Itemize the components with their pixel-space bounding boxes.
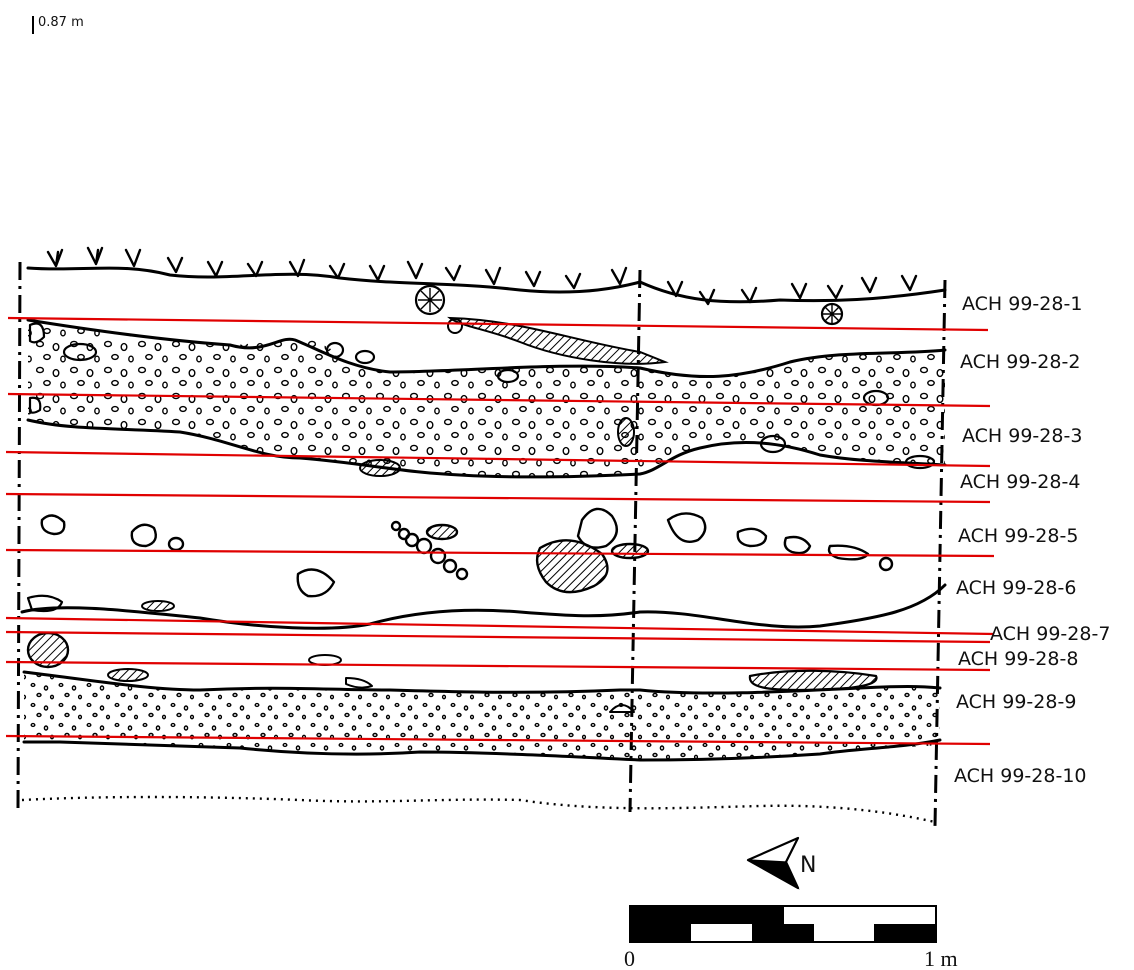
sample-line-2 bbox=[7, 392, 991, 408]
left-edge-line bbox=[16, 261, 22, 809]
mid-boundary bbox=[20, 583, 947, 630]
sample-line-4 bbox=[5, 492, 991, 504]
sample-line-1 bbox=[7, 316, 989, 332]
sample-label-8: ACH 99-28-8 bbox=[958, 648, 1078, 670]
sample-label-10: ACH 99-28-10 bbox=[954, 765, 1087, 787]
sample-line-8 bbox=[5, 660, 991, 672]
elevation-label: 0.87 m bbox=[38, 15, 84, 30]
scale-bar: 0 1 m bbox=[624, 905, 958, 970]
sample-label-7: ACH 99-28-7 bbox=[990, 623, 1110, 645]
grass-tufts bbox=[46, 246, 918, 306]
sample-line-6 bbox=[5, 616, 995, 636]
sample-labels: ACH 99-28-1 ACH 99-28-2 ACH 99-28-3 ACH … bbox=[954, 293, 1110, 787]
sample-line-3 bbox=[5, 450, 991, 468]
sample-lines bbox=[5, 316, 995, 746]
sample-label-6: ACH 99-28-6 bbox=[956, 577, 1076, 599]
scale-start-label: 0 bbox=[624, 946, 635, 970]
ground-surface bbox=[26, 246, 947, 334]
scale-end-label: 1 m bbox=[924, 946, 958, 970]
sample-label-4: ACH 99-28-4 bbox=[960, 471, 1080, 493]
sample-label-1: ACH 99-28-1 bbox=[962, 293, 1082, 315]
sample-label-5: ACH 99-28-5 bbox=[958, 525, 1078, 547]
north-arrow-label: N bbox=[800, 853, 816, 878]
mid-boundary-clasts bbox=[26, 594, 175, 613]
upper-gravel-layer bbox=[26, 316, 947, 479]
sample-line-9 bbox=[5, 734, 991, 746]
north-arrow: N bbox=[746, 836, 816, 890]
elevation-marker: 0.87 m bbox=[32, 15, 84, 34]
sample-label-9: ACH 99-28-9 bbox=[956, 691, 1076, 713]
sample-label-3: ACH 99-28-3 bbox=[962, 425, 1082, 447]
sample-label-2: ACH 99-28-2 bbox=[960, 351, 1080, 373]
sample-line-5 bbox=[5, 548, 995, 558]
base-boundary bbox=[21, 795, 936, 824]
sample-line-7 bbox=[5, 630, 991, 644]
